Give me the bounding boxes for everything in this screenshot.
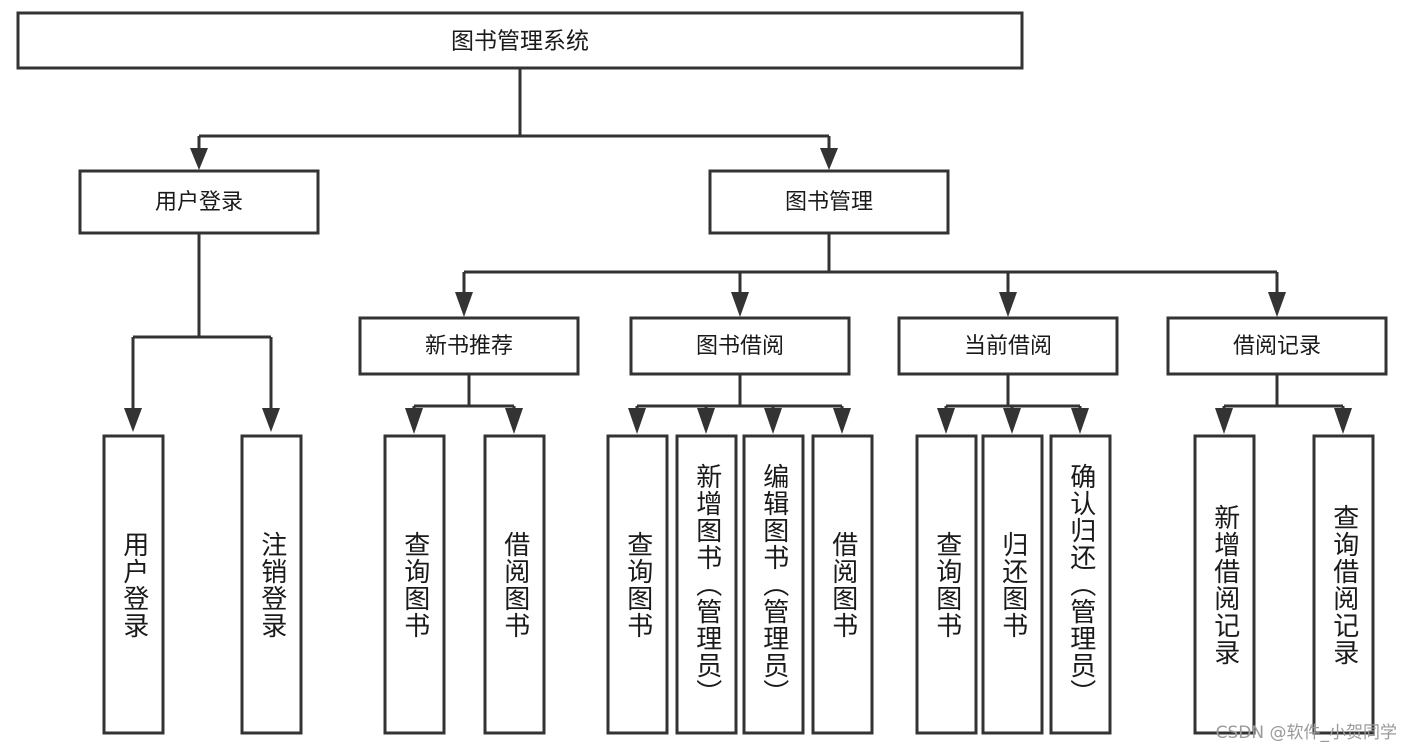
leaf-box-cb-2[interactable] [981,434,1044,735]
connector-group-borrow-record [1215,374,1352,434]
node-current-borrow-box[interactable] [897,316,1119,376]
arrow-head-book-mgmt [820,148,838,170]
arrow-head-br-leaf-2 [1334,408,1352,434]
node-user-login-label: 用户登录 [155,190,243,215]
leaf-box-user-login-1[interactable] [102,434,165,735]
arrow-head-user-login [190,148,208,170]
node-current-borrow[interactable]: 当前借阅 [897,316,1119,376]
node-borrow-record-box[interactable] [1166,316,1388,376]
arrow-head-nbr-leaf-1 [405,408,423,434]
leaf-boxes-user-login [102,434,303,735]
node-new-book-recommend-box[interactable] [358,316,580,376]
leaf-boxes-current-borrow [915,434,1112,735]
arrow-head-nbr-leaf-2 [505,408,523,434]
node-new-book-recommend[interactable]: 新书推荐 [358,316,580,376]
leaf-boxes-borrow-record [1193,434,1375,735]
csdn-watermark: CSDN @软件_小贺同学 [1215,723,1397,743]
leaf-box-user-login-2[interactable] [240,434,303,735]
node-book-mgmt[interactable]: 图书管理 [708,169,950,235]
connector-group-root [190,68,838,170]
leaf-box-nbr-2[interactable] [483,434,546,735]
node-book-mgmt-box[interactable] [708,169,950,235]
leaf-box-bb-2[interactable] [675,434,738,735]
leaf-boxes-new-book-recommend [383,434,546,735]
node-user-login-box[interactable] [78,169,320,235]
node-user-login[interactable]: 用户登录 [78,169,320,235]
connector-group-current-borrow [937,374,1089,434]
arrow-head-new-book-recommend [455,292,473,317]
arrow-head-cb-leaf-3 [1071,408,1089,434]
connector-group-new-book-recommend [405,374,523,434]
node-new-book-recommend-label: 新书推荐 [425,334,513,359]
leaf-box-cb-3[interactable] [1049,434,1112,735]
leaf-box-cb-1[interactable] [915,434,978,735]
connector-group-book-mgmt [455,233,1286,317]
leaf-box-bb-1[interactable] [606,434,669,735]
leaf-box-br-2[interactable] [1312,434,1375,735]
node-borrow-record[interactable]: 借阅记录 [1166,316,1388,376]
arrow-head-bb-leaf-4 [833,408,851,434]
connector-group-user-login [124,233,280,432]
leaf-boxes-book-borrow [606,434,874,735]
leaf-box-nbr-1[interactable] [383,434,446,735]
arrow-head-bb-leaf-3 [764,408,782,434]
leaf-box-bb-3[interactable] [742,434,805,735]
arrow-head-bb-leaf-2 [697,408,715,434]
node-current-borrow-label: 当前借阅 [964,334,1052,359]
node-borrow-record-label: 借阅记录 [1233,334,1321,359]
arrow-head-leaf-user-login-2 [262,408,280,432]
node-book-borrow[interactable]: 图书借阅 [629,316,851,376]
leaf-box-bb-4[interactable] [811,434,874,735]
arrow-head-leaf-user-login-1 [124,408,142,432]
arrow-head-borrow-record [1268,292,1286,317]
connector-group-book-borrow [628,374,851,434]
node-book-borrow-label: 图书借阅 [696,334,784,359]
arrow-head-cb-leaf-2 [1003,408,1021,434]
arrow-head-current-borrow [999,292,1017,317]
arrow-head-br-leaf-1 [1215,408,1233,434]
arrow-head-bb-leaf-1 [628,408,646,434]
arrow-head-cb-leaf-1 [937,408,955,434]
arrow-head-book-borrow [731,292,749,317]
node-root[interactable]: 图书管理系统 [16,11,1024,70]
node-book-mgmt-label: 图书管理 [785,190,873,215]
node-root-box[interactable] [16,11,1024,70]
leaf-box-br-1[interactable] [1193,434,1256,735]
node-root-label: 图书管理系统 [451,29,589,55]
node-book-borrow-box[interactable] [629,316,851,376]
